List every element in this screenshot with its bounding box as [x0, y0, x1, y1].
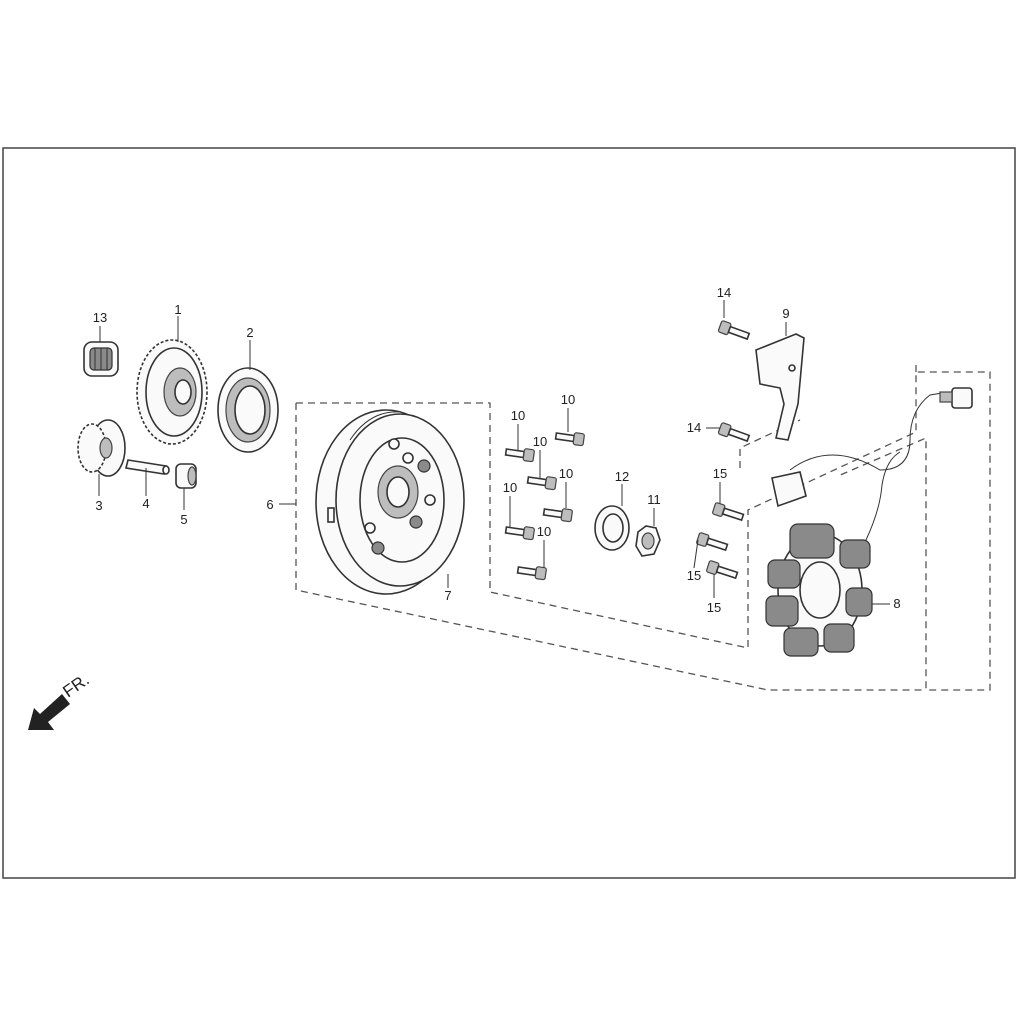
callout-labels: 13 1 2 3 4 5 6 7 10 10 10 10 10 10 12 11…: [93, 285, 901, 615]
front-direction-indicator: FR.: [28, 670, 93, 730]
callout-10: 10: [559, 466, 573, 481]
callout-14: 14: [687, 420, 701, 435]
idle-gear-shaft-part: [125, 459, 170, 475]
washer-part: [594, 505, 630, 551]
callout-10: 10: [561, 392, 575, 407]
callout-15: 15: [713, 466, 727, 481]
leader-lines: [98, 300, 890, 605]
one-way-clutch-part: [217, 367, 279, 453]
callout-10: 10: [511, 408, 525, 423]
callout-2: 2: [246, 325, 253, 340]
callout-1: 1: [174, 302, 181, 317]
front-arrow-icon: [28, 694, 70, 730]
starter-idle-gear-part: [77, 419, 126, 477]
callout-15: 15: [687, 568, 701, 583]
callout-7: 7: [444, 588, 451, 603]
diagram-frame: [2, 147, 1016, 879]
needle-bearing-part: [83, 341, 119, 377]
callout-6: 6: [266, 497, 273, 512]
callout-11: 11: [647, 492, 661, 507]
collar-part: [175, 463, 197, 489]
harness-bracket-part: [755, 333, 805, 441]
wire-harness-part: [771, 387, 973, 541]
callout-13: 13: [93, 310, 107, 325]
flange-nut-part: [635, 525, 661, 557]
stator-bolts-part: [696, 502, 745, 580]
callout-15: 15: [707, 600, 721, 615]
stator-coil-part: [765, 523, 873, 657]
flywheel-group-outline: [296, 371, 991, 691]
callout-10: 10: [503, 480, 517, 495]
callout-12: 12: [615, 469, 629, 484]
flywheel-part: [315, 409, 465, 595]
callout-10: 10: [537, 524, 551, 539]
front-direction-label: FR.: [59, 670, 92, 701]
callout-5: 5: [180, 512, 187, 527]
callout-14: 14: [717, 285, 731, 300]
callout-9: 9: [782, 306, 789, 321]
assembly-group-outline: [295, 403, 926, 691]
bracket-bolts-part: [717, 320, 751, 443]
callout-4: 4: [142, 496, 149, 511]
starter-driven-gear-part: [136, 339, 208, 445]
callout-3: 3: [95, 498, 102, 513]
callout-8: 8: [893, 596, 900, 611]
callout-10: 10: [533, 434, 547, 449]
flywheel-bolts-part: [504, 432, 585, 581]
